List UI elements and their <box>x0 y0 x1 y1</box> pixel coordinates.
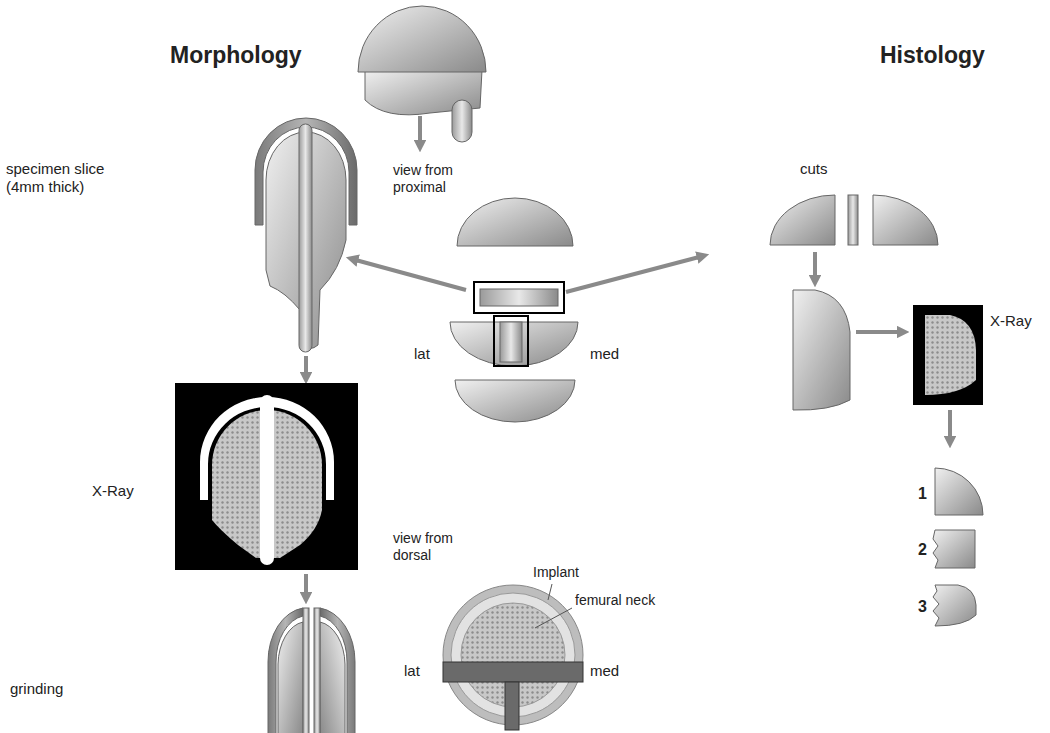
arrow <box>566 256 703 292</box>
part-label: Implant <box>533 564 579 581</box>
leader-line <box>535 608 572 628</box>
dorsal-view <box>443 585 583 730</box>
ground-half <box>268 608 309 733</box>
section-number: 3 <box>918 597 927 616</box>
x-ray-image <box>175 383 358 570</box>
arrow <box>856 330 903 334</box>
arrow <box>418 116 422 146</box>
proximal-view <box>450 198 578 422</box>
step-label: cuts <box>800 160 828 178</box>
side-label: med <box>590 345 619 363</box>
arrow <box>352 259 466 290</box>
part-label: femural neck <box>575 592 655 609</box>
leader-line <box>548 584 552 600</box>
histology-sections <box>933 468 983 626</box>
step-label: X-Ray <box>990 312 1032 330</box>
specimen-slice <box>255 118 357 352</box>
cut-pieces <box>770 195 938 410</box>
step-label: grinding <box>10 680 63 698</box>
column-heading: Morphology <box>170 42 302 70</box>
arrow <box>948 410 952 442</box>
side-label: lat <box>414 345 430 363</box>
arrow <box>304 574 308 598</box>
ground-half <box>314 608 355 733</box>
side-label: med <box>590 662 619 680</box>
step-label: specimen slice (4mm thick) <box>6 160 124 196</box>
view-caption: view from proximal <box>393 162 479 196</box>
x-ray-image <box>913 305 983 405</box>
section-number: 2 <box>918 540 927 559</box>
view-caption: view from dorsal <box>393 530 473 564</box>
side-label: lat <box>404 662 420 680</box>
arrow <box>813 252 817 281</box>
step-label: X-Ray <box>92 482 134 500</box>
column-heading: Histology <box>880 42 985 70</box>
arrow <box>304 356 308 378</box>
section-number: 1 <box>918 484 927 503</box>
